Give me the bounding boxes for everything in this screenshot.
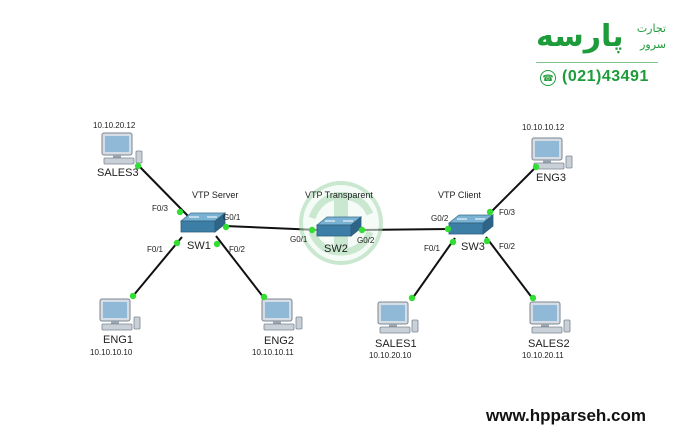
port-dot — [129, 292, 137, 300]
port-label: F0/1 — [424, 244, 441, 253]
port-dot — [358, 226, 366, 234]
pc-label-sales2: SALES2 — [528, 338, 570, 350]
pc-label-eng2: ENG2 — [264, 335, 294, 347]
website-url[interactable]: www.hpparseh.com — [486, 406, 646, 425]
pc-label-eng1: ENG1 — [103, 334, 133, 346]
brand-logo: پارسه — [536, 19, 624, 54]
switch-sw3[interactable] — [448, 214, 494, 235]
port-label: F0/1 — [147, 245, 164, 254]
pc-label-sales3: SALES3 — [97, 167, 139, 179]
pc-label-sales1: SALES1 — [375, 338, 417, 350]
brand-tagline-line2: سرور — [640, 38, 666, 51]
port-dot — [308, 226, 316, 234]
port-dot — [213, 240, 221, 248]
port-label: F0/2 — [229, 245, 246, 254]
pc-sales2[interactable] — [529, 301, 571, 334]
port-label: F0/3 — [152, 204, 169, 213]
brand-phone: (021)43491 — [562, 68, 649, 85]
switch-label-sw1: SW1 — [187, 240, 211, 252]
switch-sw1[interactable] — [180, 212, 226, 233]
port-label: F0/2 — [499, 242, 516, 251]
brand-tagline-line1: تجارت — [636, 22, 666, 35]
pc-ip-eng3: 10.10.10.12 — [522, 123, 565, 132]
brand-divider — [536, 62, 658, 63]
port-dots — [129, 162, 540, 302]
port-dot — [449, 238, 457, 246]
vtp-mode-sw2: VTP Transparent — [305, 190, 373, 200]
port-dot — [444, 225, 452, 233]
port-label: G0/2 — [431, 214, 449, 223]
pc-ip-sales3: 10.10.20.12 — [93, 121, 136, 130]
pc-ip-sales2: 10.10.20.11 — [522, 351, 564, 360]
port-dot — [260, 293, 268, 301]
port-label: G0/1 — [223, 213, 241, 222]
switch-label-sw3: SW3 — [461, 241, 485, 253]
port-label: F0/3 — [499, 208, 516, 217]
pc-eng1[interactable] — [99, 298, 141, 331]
link-sw1-eng2 — [215, 235, 265, 299]
pc-label-eng3: ENG3 — [536, 172, 566, 184]
link-sw3-sales1 — [411, 237, 456, 300]
switch-sw2[interactable] — [316, 216, 362, 237]
port-dot — [408, 294, 416, 302]
pc-sales3[interactable] — [101, 132, 143, 165]
link-sw1-sales3 — [137, 164, 189, 217]
link-sw1-eng1 — [132, 236, 183, 297]
port-dot — [532, 163, 540, 171]
link-sw3-eng3 — [489, 166, 537, 214]
port-dot — [176, 208, 184, 216]
link-sw3-sales2 — [485, 236, 534, 300]
port-dot — [486, 208, 494, 216]
port-label: G0/2 — [357, 236, 375, 245]
port-dot — [529, 294, 537, 302]
pc-eng3[interactable] — [531, 137, 573, 170]
pc-ip-eng1: 10.10.10.10 — [90, 348, 133, 357]
switch-label-sw2: SW2 — [324, 243, 348, 255]
pc-sales1[interactable] — [377, 301, 419, 334]
pc-eng2[interactable] — [261, 298, 303, 331]
vtp-mode-sw3: VTP Client — [438, 190, 481, 200]
port-dot — [173, 239, 181, 247]
port-dot — [222, 223, 230, 231]
vtp-mode-sw1: VTP Server — [192, 190, 238, 200]
phone-icon: ☎ — [540, 70, 556, 86]
pc-ip-sales1: 10.10.20.10 — [369, 351, 412, 360]
port-label: G0/1 — [290, 235, 308, 244]
port-dot — [483, 237, 491, 245]
pc-ip-eng2: 10.10.10.11 — [252, 348, 294, 357]
port-dot — [134, 162, 142, 170]
watermark-logo — [299, 181, 383, 265]
